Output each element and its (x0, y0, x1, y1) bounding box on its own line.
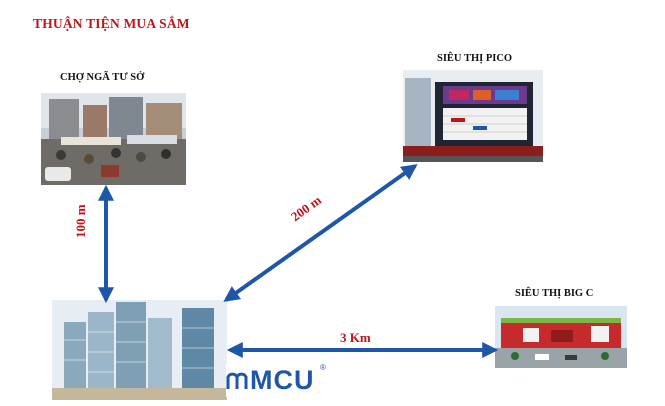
label-sieu-thi-pico: SIÊU THỊ PICO (437, 53, 513, 64)
logo-registered-mark: ® (320, 363, 326, 372)
mcu-logo: MCU ® (226, 363, 330, 397)
page-title: THUẬN TIỆN MUA SẮM (33, 16, 190, 31)
distance-cho: 100 m (73, 204, 88, 238)
arrow-pico-diagonal (223, 164, 418, 302)
distance-bigc: 3 Km (340, 330, 371, 345)
bigc-photo (495, 306, 627, 368)
market-photo (41, 93, 186, 185)
logo-text: MCU (250, 365, 315, 395)
label-cho-nga-tu-so: CHỢ NGÃ TƯ SỞ (60, 72, 145, 83)
apartment-complex-photo (52, 300, 227, 400)
logo-m-icon (226, 372, 248, 389)
pico-photo (403, 70, 543, 162)
label-sieu-thi-big-c: SIÊU THỊ BIG C (515, 288, 594, 299)
